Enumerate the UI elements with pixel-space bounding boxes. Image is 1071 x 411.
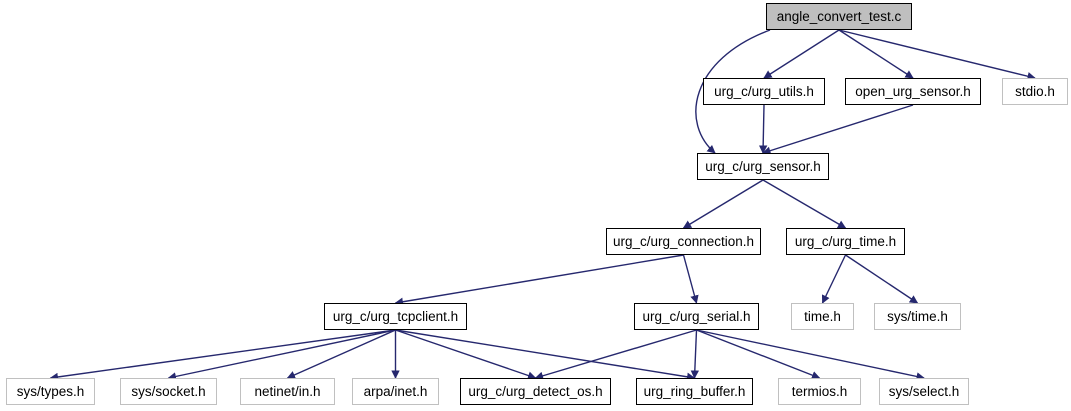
node-label: arpa/inet.h (363, 383, 428, 399)
node-syssocket[interactable]: sys/socket.h (120, 378, 217, 405)
edge-opensensor-to-sensor (762, 104, 914, 155)
edge-root-to-stdio (838, 29, 1036, 81)
node-sensor[interactable]: urg_c/urg_sensor.h (697, 153, 829, 180)
node-label: sys/select.h (888, 383, 960, 399)
node-connection[interactable]: urg_c/urg_connection.h (606, 228, 761, 255)
edge-connection-to-tcpclient (394, 254, 684, 306)
edge-serial-to-termios (696, 329, 821, 380)
node-label: stdio.h (1015, 83, 1055, 99)
node-sysselect[interactable]: sys/select.h (879, 378, 969, 405)
edge-connection-to-serial (682, 254, 699, 304)
node-serial[interactable]: urg_c/urg_serial.h (634, 303, 759, 330)
edge-root-to-opensensor (838, 29, 914, 79)
edge-root-to-sensor (695, 29, 771, 154)
node-label: time.h (804, 308, 841, 324)
node-netinetin[interactable]: netinet/in.h (240, 378, 335, 405)
edge-serial-to-sysselect (696, 329, 925, 381)
node-utils[interactable]: urg_c/urg_utils.h (703, 78, 825, 105)
edge-sensor-to-connection (682, 179, 764, 229)
edge-tcpclient-to-detectos (395, 329, 537, 380)
node-stdio[interactable]: stdio.h (1002, 78, 1068, 105)
edge-sensor-to-urgtime (762, 179, 847, 229)
node-label: urg_c/urg_time.h (794, 233, 897, 249)
node-label: urg_c/urg_sensor.h (705, 158, 821, 174)
edge-root-to-utils (763, 29, 840, 79)
edge-urgtime-to-systime (845, 254, 919, 304)
node-label: sys/time.h (887, 308, 948, 324)
node-systypes[interactable]: sys/types.h (6, 378, 95, 405)
node-label: urg_c/urg_utils.h (714, 83, 814, 99)
edge-urgtime-to-timeh (821, 254, 847, 304)
node-timeh[interactable]: time.h (791, 303, 854, 330)
edge-tcpclient-to-netinetin (286, 329, 396, 379)
node-label: sys/types.h (16, 383, 85, 399)
edge-serial-to-ringbuffer (690, 329, 700, 379)
node-label: urg_c/urg_serial.h (642, 308, 751, 324)
node-label: angle_convert_test.c (776, 8, 902, 24)
edge-serial-to-detectos (534, 329, 697, 380)
node-arpainet[interactable]: arpa/inet.h (352, 378, 439, 405)
node-label: urg_c/urg_detect_os.h (468, 383, 603, 399)
node-opensensor[interactable]: open_urg_sensor.h (845, 78, 981, 105)
node-label: sys/socket.h (131, 383, 206, 399)
node-ringbuffer[interactable]: urg_ring_buffer.h (636, 378, 753, 405)
node-detectos[interactable]: urg_c/urg_detect_os.h (460, 378, 611, 405)
node-urgtime[interactable]: urg_c/urg_time.h (786, 228, 905, 255)
node-root[interactable]: angle_convert_test.c (766, 3, 912, 30)
edge-utils-to-sensor (758, 104, 768, 154)
node-label: urg_c/urg_tcpclient.h (332, 308, 459, 324)
edge-tcpclient-to-syssocket (167, 329, 396, 381)
node-label: netinet/in.h (254, 383, 321, 399)
node-label: urg_c/urg_connection.h (612, 233, 755, 249)
edge-tcpclient-to-systypes (49, 329, 396, 382)
edge-tcpclient-to-ringbuffer (395, 329, 696, 381)
node-termios[interactable]: termios.h (778, 378, 861, 405)
node-label: urg_ring_buffer.h (643, 383, 746, 399)
node-label: open_urg_sensor.h (855, 83, 971, 99)
node-systime[interactable]: sys/time.h (874, 303, 961, 330)
node-label: termios.h (791, 383, 848, 399)
node-tcpclient[interactable]: urg_c/urg_tcpclient.h (324, 303, 467, 330)
